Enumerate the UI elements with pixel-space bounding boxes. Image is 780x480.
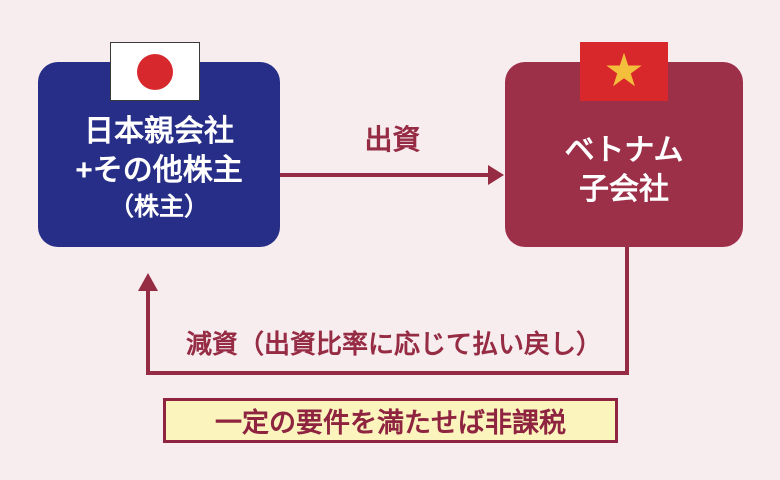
japan-flag-sun-icon [137,53,173,90]
japan-flag-icon [110,42,200,101]
japan-parent-label-line1: 日本親会社 [84,114,234,148]
vietnam-flag-icon: ★ [580,42,668,101]
capital-reduction-arrowhead-icon [138,273,158,291]
capital-reduction-line-up [146,290,150,375]
tax-exemption-note: 一定の要件を満たせば非課税 [163,398,618,443]
japan-parent-label-line3: （株主） [108,192,209,221]
investment-arrow-line [280,173,490,177]
capital-reduction-label: 減資（出資比率に応じて払い戻し） [185,329,602,359]
vietnam-subsidiary-label-line2: 子会社 [579,172,669,206]
vietnam-flag-star-icon: ★ [603,43,645,96]
capital-reduction-line-across [146,371,629,375]
investment-arrowhead-icon [488,165,504,185]
investment-label: 出資 [364,124,421,155]
tax-exemption-note-label: 一定の要件を満たせば非課税 [215,408,566,438]
capital-reduction-line-down [625,247,629,375]
japan-parent-label-line2: +その他株主 [75,153,243,187]
vietnam-subsidiary-label-line1: ベトナム [564,133,684,167]
